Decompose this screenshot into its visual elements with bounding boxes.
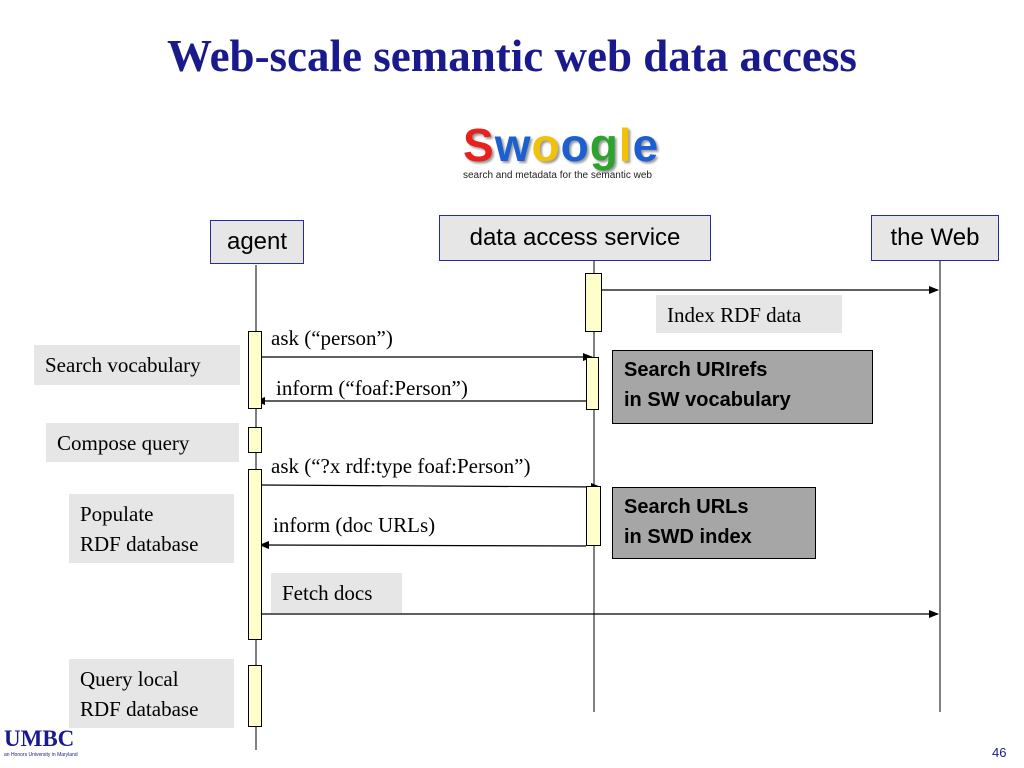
umbc-subtitle: an Honors University in Maryland — [4, 752, 78, 758]
activation-service-index — [585, 273, 602, 332]
activation-agent-query — [248, 665, 262, 727]
label-query-line2: RDF database — [80, 697, 199, 721]
logo-letter: S — [463, 119, 495, 171]
actor-the-web: the Web — [871, 215, 999, 261]
arrow-ask-type — [259, 482, 601, 491]
label-query-local-rdf: Query local RDF database — [69, 659, 234, 728]
label-populate-line1: Populate — [80, 502, 154, 526]
actor-data-access-service: data access service — [439, 215, 711, 261]
msg-inform-urls: inform (doc URLs) — [273, 513, 436, 537]
msg-ask-person: ask (“person”) — [271, 326, 393, 350]
label-fetch-docs: Fetch docs — [271, 573, 402, 613]
activation-agent-search — [248, 331, 262, 409]
logo-letter: w — [494, 119, 532, 171]
box-search-urirefs: Search URIrefs in SW vocabulary — [612, 350, 873, 424]
logo-letter: e — [632, 119, 660, 171]
swoogle-logo: Swoogle search and metadata for the sema… — [463, 120, 703, 190]
box-urls-line1: Search URLs — [624, 496, 749, 518]
logo-letter: o — [531, 119, 561, 171]
label-index-rdf-data: Index RDF data — [656, 295, 842, 333]
actor-agent: agent — [210, 220, 304, 264]
box-search-urls: Search URLs in SWD index — [612, 487, 816, 559]
swoogle-tagline: search and metadata for the semantic web — [463, 170, 652, 181]
logo-letter: g — [589, 119, 619, 171]
umbc-wordmark: UMBC — [4, 726, 75, 751]
logo-letter: o — [560, 119, 590, 171]
box-urirefs-line2: in SW vocabulary — [624, 389, 791, 411]
label-populate-rdf: Populate RDF database — [69, 494, 234, 563]
label-compose-query: Compose query — [46, 423, 239, 462]
activation-agent-populate — [248, 469, 262, 640]
arrow-inform-urls — [259, 541, 587, 550]
label-query-line1: Query local — [80, 667, 179, 691]
label-populate-line2: RDF database — [80, 532, 199, 556]
box-urirefs-line1: Search URIrefs — [624, 359, 768, 381]
activation-agent-compose — [248, 427, 262, 453]
label-search-vocabulary: Search vocabulary — [34, 345, 240, 385]
slide-title: Web-scale semantic web data access — [167, 31, 857, 81]
activation-service-url — [586, 486, 601, 546]
logo-letter: l — [618, 119, 633, 171]
activation-service-uri — [586, 357, 599, 410]
page-number: 46 — [992, 745, 1007, 760]
swoogle-logo-wordmark: Swoogle — [463, 120, 703, 170]
umbc-logo: UMBC an Honors University in Maryland — [4, 726, 78, 758]
msg-inform-foaf: inform (“foaf:Person”) — [276, 376, 468, 400]
box-urls-line2: in SWD index — [624, 526, 752, 548]
msg-ask-type: ask (“?x rdf:type foaf:Person”) — [271, 454, 531, 478]
